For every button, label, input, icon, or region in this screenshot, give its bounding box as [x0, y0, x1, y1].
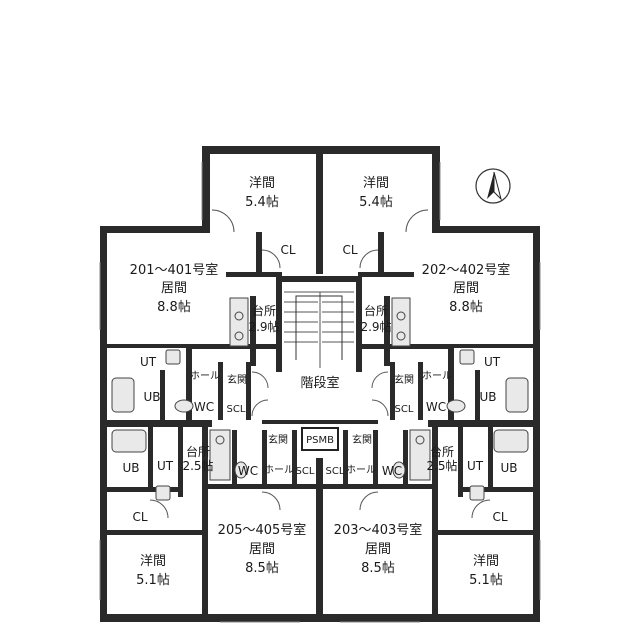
closet-label: CL: [342, 243, 357, 257]
exterior-walls: [100, 146, 540, 622]
entrance-label: 玄関: [227, 373, 247, 386]
unit-202-402-room-size: 8.8帖: [449, 300, 483, 315]
unit-201-401-room-size: 8.8帖: [157, 300, 191, 315]
western-room-top-right-label: 洋間: [363, 176, 389, 191]
western-room-top-left-label: 洋間: [249, 176, 275, 191]
utility-label: UT: [157, 459, 174, 473]
fixtures: [111, 297, 529, 501]
north-arrow-icon: [475, 168, 511, 204]
unit-202-402-name: 202～402号室: [422, 262, 511, 278]
unit-201-401-room-label: 居間: [161, 281, 187, 296]
unit-205-405-room-label: 居間: [249, 542, 275, 557]
hall-label: ホール: [264, 464, 294, 476]
unit-201-401-name: 201～401号室: [130, 262, 219, 278]
shoe-closet-label: SCL: [296, 466, 315, 477]
hall-label: ホール: [190, 370, 220, 382]
western-room-bottom-right-label: 洋間: [473, 554, 499, 569]
closet-label: CL: [132, 510, 147, 524]
unit-bath-label: UB: [479, 390, 496, 404]
door-swings: [149, 209, 491, 519]
entrance-label: 玄関: [394, 373, 414, 386]
unit-203-403-name: 203～403号室: [334, 522, 423, 538]
unit-bath-label: UB: [122, 461, 139, 475]
shoe-closet-label: SCL: [326, 466, 345, 477]
entrance-label: 玄関: [268, 433, 288, 446]
utility-label: UT: [484, 355, 501, 369]
shoe-closet-label: SCL: [227, 404, 246, 415]
kitchen-top-left-label: 台所: [252, 303, 276, 318]
entrance-label: 玄関: [352, 433, 372, 446]
western-room-bottom-left-size: 5.1帖: [136, 573, 170, 588]
closet-label: CL: [492, 510, 507, 524]
unit-205-405-name: 205～405号室: [218, 522, 307, 538]
kitchen-bottom-right-label: 台所: [430, 444, 454, 459]
utility-label: UT: [467, 459, 484, 473]
kitchen-bottom-left-size: 2.5帖: [182, 458, 213, 473]
toilet-label: WC: [238, 464, 258, 478]
kitchen-bottom-right-size: 2.5帖: [426, 458, 457, 473]
psmb-box: [301, 427, 339, 451]
unit-bath-label: UB: [500, 461, 517, 475]
stairwell-walls: [276, 276, 362, 372]
kitchen-top-right-size: 2.9帖: [360, 319, 391, 334]
hall-label: ホール: [422, 370, 452, 382]
interior-walls: [107, 232, 533, 614]
kitchen-bottom-left-label: 台所: [186, 444, 210, 459]
western-room-bottom-left-label: 洋間: [140, 554, 166, 569]
unit-203-403-room-size: 8.5帖: [361, 561, 395, 576]
unit-202-402-room-label: 居間: [453, 281, 479, 296]
toilet-label: WC: [382, 464, 402, 478]
shoe-closet-label: SCL: [395, 404, 414, 415]
kitchen-top-left-size: 2.9帖: [248, 319, 279, 334]
unit-205-405-room-size: 8.5帖: [245, 561, 279, 576]
windows: [99, 162, 541, 623]
psmb-label: PSMB: [306, 435, 334, 446]
hall-label: ホール: [346, 464, 376, 476]
closet-label: CL: [280, 243, 295, 257]
stairwell-label: 階段室: [300, 375, 339, 391]
western-room-top-right-size: 5.4帖: [359, 195, 393, 210]
unit-203-403-room-label: 居間: [365, 542, 391, 557]
kitchen-top-right-label: 台所: [364, 303, 388, 318]
toilet-label: WC: [194, 400, 214, 414]
toilet-label: WC: [426, 400, 446, 414]
western-room-top-left-size: 5.4帖: [245, 195, 279, 210]
room-labels: 洋間 5.4帖 洋間 5.4帖 CL CL 201～401号室 居間 8.8帖 …: [122, 176, 517, 588]
unit-bath-label: UB: [143, 390, 160, 404]
western-room-bottom-right-size: 5.1帖: [469, 573, 503, 588]
utility-label: UT: [140, 355, 157, 369]
